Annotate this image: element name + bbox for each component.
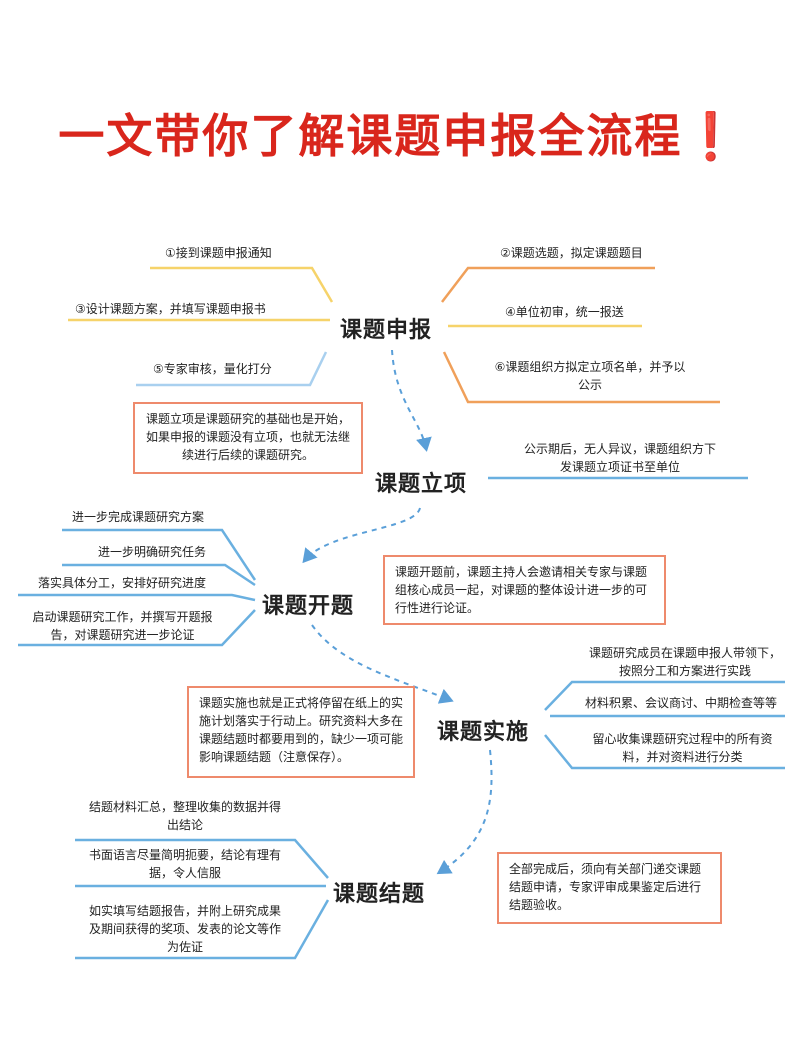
shishi-step-2: 材料积累、会议商讨、中期检查等等: [585, 696, 778, 710]
shishi-step-1: 课题研究成员在课题申报人带领下，按照分工和方案进行实践: [588, 646, 781, 678]
node-shishi: 课题实施: [437, 720, 530, 745]
shishi-branches: [544, 680, 785, 770]
jieti-branches: [75, 838, 330, 960]
jieti-step-3: 如实填写结题报告，并附上研究成果及期间获得的奖项、发表的论文等作为佐证: [88, 904, 281, 954]
node-shenbao: 课题申报: [340, 318, 433, 343]
flow-arrows: [302, 349, 493, 875]
shishi-note-box: 课题实施也就是正式将停留在纸上的实施计划落实于行动上。研究资料大多在课题结题时都…: [187, 686, 415, 778]
shenbao-step-5: ⑤专家审核，量化打分: [153, 362, 272, 376]
shenbao-step-4: ④单位初审，统一报送: [505, 305, 624, 319]
shenbao-branches: [68, 266, 720, 404]
kaiti-step-1: 进一步完成课题研究方案: [72, 510, 205, 524]
shenbao-step-3: ③设计课题方案，并填写课题申报书: [75, 302, 266, 316]
kaiti-step-4: 启动课题研究工作，并撰写开题报告，对课题研究进一步论证: [32, 610, 213, 642]
jieti-step-1: 结题材料汇总，整理收集的数据并得出结论: [88, 800, 281, 832]
kaiti-branches: [18, 528, 257, 647]
node-kaiti: 课题开题: [262, 594, 355, 619]
kaiti-note-box: 课题开题前，课题主持人会邀请相关专家与课题组核心成员一起，对课题的整体设计进一步…: [383, 555, 666, 625]
kaiti-step-2: 进一步明确研究任务: [98, 545, 207, 559]
node-lixiang: 课题立项: [375, 472, 468, 497]
jieti-step-2: 书面语言尽量简明扼要，结论有理有据，令人信服: [88, 848, 281, 880]
node-jieti: 课题结题: [333, 882, 426, 907]
shishi-step-3: 留心收集课题研究过程中的所有资料，并对资料进行分类: [592, 732, 773, 764]
kaiti-step-3: 落实具体分工，安排好研究进度: [38, 576, 207, 590]
exclamation-icon: ❗: [682, 109, 742, 163]
lixiang-step-1: 公示期后，无人异议，课题组织方下发课题立项证书至单位: [523, 442, 716, 474]
page-title: 一文带你了解课题申报全流程❗: [58, 109, 742, 163]
shenbao-step-6: ⑥课题组织方拟定立项名单，并予以公示: [494, 360, 686, 392]
shenbao-step-2: ②课题选题，拟定课题题目: [500, 246, 643, 260]
shenbao-step-1: ①接到课题申报通知: [165, 246, 272, 260]
jieti-note-box: 全部完成后，须向有关部门递交课题结题申请，专家评审成果鉴定后进行结题验收。: [497, 852, 722, 924]
shenbao-note-box: 课题立项是课题研究的基础也是开始，如果申报的课题没有立项，也就无法继续进行后续的…: [133, 402, 363, 474]
